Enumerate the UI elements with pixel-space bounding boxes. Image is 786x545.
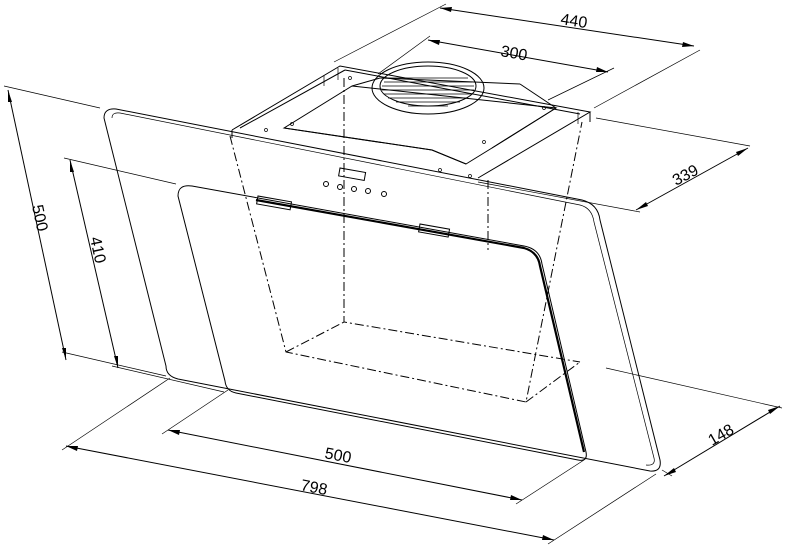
filter-panel	[177, 185, 587, 461]
dim-top-width: 440	[333, 3, 701, 109]
dim-height-total: 500	[3, 85, 167, 377]
button-4-icon	[365, 188, 371, 194]
dim-width-total-label: 798	[299, 477, 329, 499]
top-housing	[231, 65, 592, 179]
dim-width-total: 798	[61, 377, 657, 545]
dim-height-glass: 410	[63, 157, 225, 393]
button-1-icon	[323, 181, 329, 187]
dim-top-width-label: 440	[559, 11, 588, 32]
control-panel	[323, 167, 387, 197]
fan-outlet	[371, 61, 485, 115]
dim-depth-top-label: 339	[670, 162, 702, 190]
glass-panel-outer-edge	[111, 112, 655, 466]
dim-motor-width: 300	[377, 35, 615, 101]
dim-width-inner-label: 500	[323, 445, 353, 467]
button-5-icon	[381, 191, 387, 197]
dim-height-total-label: 500	[28, 203, 50, 233]
button-3-icon	[351, 186, 357, 192]
dim-depth-bottom-label: 148	[706, 421, 738, 449]
hidden-body-outline	[229, 78, 583, 403]
dim-height-glass-label: 410	[86, 235, 108, 265]
fan-grill	[382, 77, 474, 107]
dim-depth-top: 339	[477, 117, 751, 213]
display-icon	[338, 167, 367, 181]
filter-panel-thick-edge	[255, 198, 586, 453]
dim-width-inner: 500	[161, 389, 585, 505]
dim-depth-bottom: 148	[605, 367, 783, 477]
glass-panel-outer	[103, 108, 661, 472]
button-2-icon	[337, 184, 343, 190]
dim-motor-width-label: 300	[499, 43, 528, 64]
